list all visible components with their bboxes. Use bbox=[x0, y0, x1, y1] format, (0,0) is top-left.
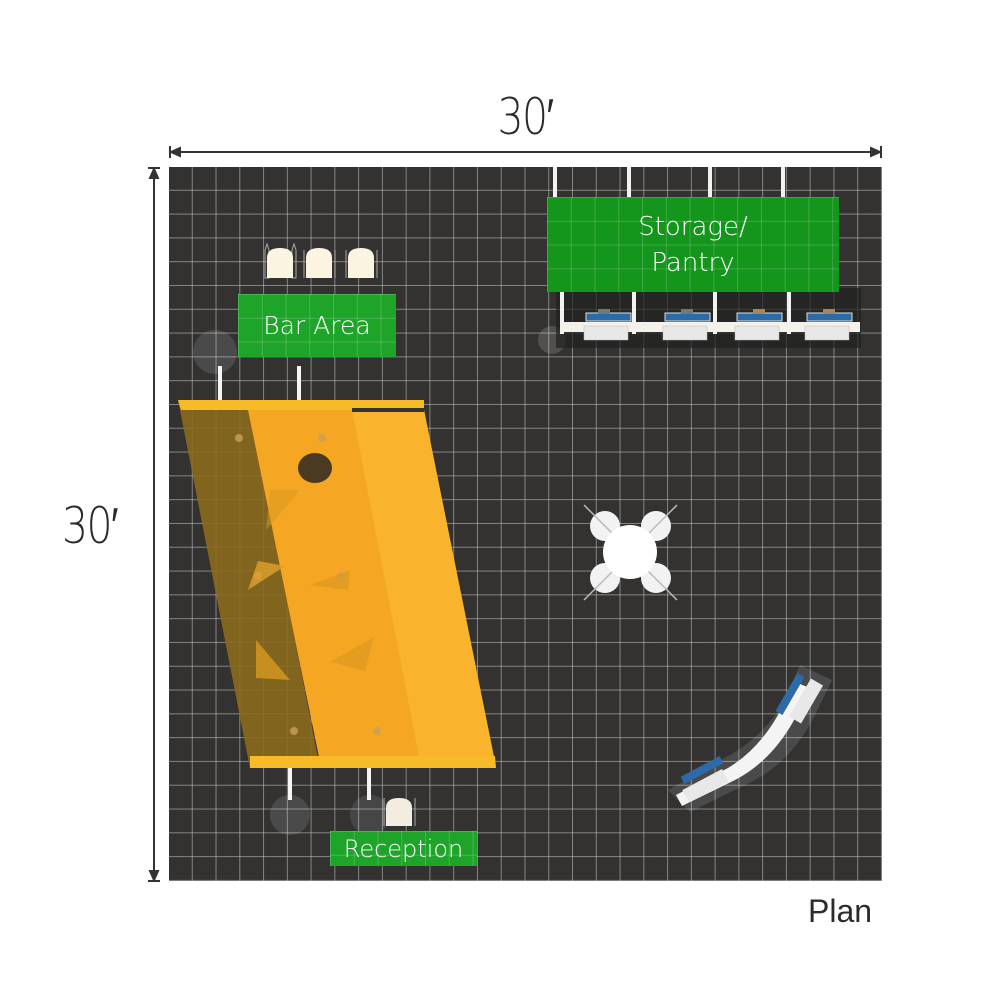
bar-stools bbox=[264, 242, 378, 279]
storage-label-line2: Pantry bbox=[651, 247, 735, 278]
bar-area-label: Bar Area bbox=[238, 294, 396, 357]
workstation bbox=[804, 309, 853, 341]
storage-pantry-label: Storage/ Pantry bbox=[547, 197, 839, 292]
storage-label-line1: Storage/ bbox=[638, 211, 748, 242]
depth-dimension-line bbox=[148, 166, 160, 883]
yellow-platform bbox=[178, 400, 496, 768]
stool bbox=[303, 248, 336, 278]
storage-workstations bbox=[583, 309, 853, 341]
bar-posts bbox=[218, 366, 371, 800]
width-dimension-line bbox=[168, 146, 883, 158]
width-dimension-label: 30′ bbox=[497, 88, 555, 146]
person-figure bbox=[298, 453, 332, 483]
curved-counter bbox=[668, 665, 832, 812]
workstation bbox=[583, 309, 632, 341]
stool bbox=[345, 248, 378, 278]
workstation bbox=[734, 309, 783, 341]
lounge-table-set bbox=[583, 504, 678, 601]
reception-stool bbox=[383, 798, 416, 826]
stool bbox=[264, 242, 297, 279]
view-label: Plan bbox=[808, 893, 873, 929]
reception-label: Reception bbox=[330, 831, 477, 866]
workstation bbox=[662, 309, 711, 341]
depth-dimension-label: 30′ bbox=[62, 497, 119, 555]
